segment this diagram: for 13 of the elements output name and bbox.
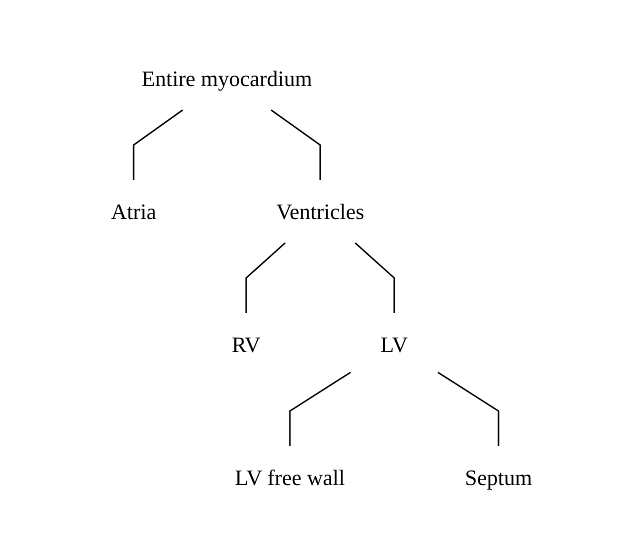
node-text: LV bbox=[380, 331, 408, 356]
connector bbox=[437, 371, 500, 446]
node-text: Atria bbox=[110, 198, 156, 224]
node-text: LV free wall bbox=[234, 464, 345, 490]
node-text: Septum bbox=[464, 464, 532, 490]
node-text: Entire myocardium bbox=[142, 66, 312, 90]
node-text: RV bbox=[232, 331, 260, 356]
connector bbox=[289, 371, 351, 446]
connector bbox=[270, 108, 321, 180]
connector bbox=[245, 242, 286, 312]
connector bbox=[354, 242, 395, 312]
node-text: Ventricles bbox=[276, 198, 364, 224]
connector bbox=[132, 108, 184, 180]
